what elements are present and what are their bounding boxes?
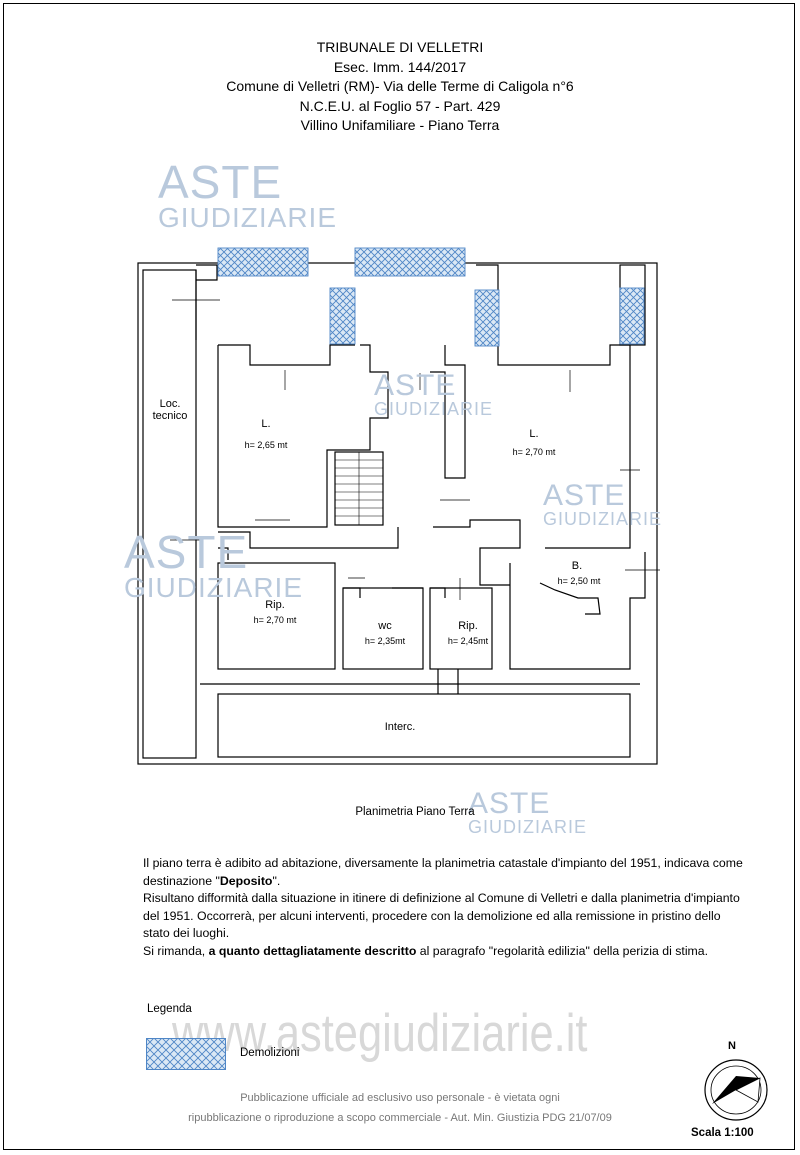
site-watermark: www.astegiudiziarie.it — [172, 1004, 588, 1063]
room-height-storage-right: h= 2,45mt — [447, 636, 489, 646]
scale-label: Scala 1:100 — [691, 1127, 754, 1139]
demolition-hatches — [217, 247, 645, 347]
header-cadastre: N.C.E.U. al Foglio 57 - Part. 429 — [299, 97, 501, 114]
room-label-wc: wc — [378, 620, 392, 632]
room-label-living-right: L. — [529, 428, 539, 440]
footer-notice: Pubblicazione ufficiale ad esclusivo uso… — [188, 1092, 612, 1124]
header-address: Comune di Velletri (RM)- Via delle Terme… — [226, 78, 574, 94]
room-label-interc: Interc. — [384, 721, 416, 733]
legend-title: Legenda — [147, 1003, 192, 1015]
north-arrow-icon — [704, 1059, 768, 1121]
page-frame — [3, 3, 795, 1150]
document-header: TRIBUNALE DI VELLETRI Esec. Imm. 144/201… — [0, 38, 800, 136]
room-label-storage-left: Rip. — [265, 599, 285, 611]
room-height-bath: h= 2,50 mt — [557, 576, 601, 586]
plan-caption: Planimetria Piano Terra — [355, 806, 475, 818]
room-height-living-right: h= 2,70 mt — [512, 447, 556, 457]
description-paragraph: Si rimanda, a quanto dettagliatamente de… — [143, 943, 709, 958]
header-court: TRIBUNALE DI VELLETRI — [316, 39, 484, 55]
door-marks — [170, 284, 660, 600]
header-building: Villino Unifamiliare - Piano Terra — [300, 117, 500, 133]
room-label-tech: Loc. tecnico — [152, 398, 188, 422]
room-height-wc: h= 2,35mt — [364, 636, 406, 646]
description-paragraph: Risultano difformità dalla situazione in… — [143, 891, 740, 941]
legend-item-demolition: Demolizioni — [240, 1047, 300, 1059]
room-label-living-left: L. — [261, 418, 271, 430]
header-case: Esec. Imm. 144/2017 — [333, 58, 467, 75]
room-height-storage-left: h= 2,70 mt — [253, 615, 297, 625]
legend-hatch-swatch — [146, 1038, 226, 1070]
room-label-storage-right: Rip. — [458, 620, 478, 632]
north-label: N — [728, 1040, 736, 1052]
description-paragraph: Il piano terra è adibito ad abitazione, … — [143, 856, 743, 888]
description: Il piano terra è adibito ad abitazione, … — [143, 855, 743, 961]
outer-walls — [137, 262, 658, 765]
room-label-bath: B. — [571, 560, 583, 572]
room-height-living-left: h= 2,65 mt — [244, 440, 288, 450]
